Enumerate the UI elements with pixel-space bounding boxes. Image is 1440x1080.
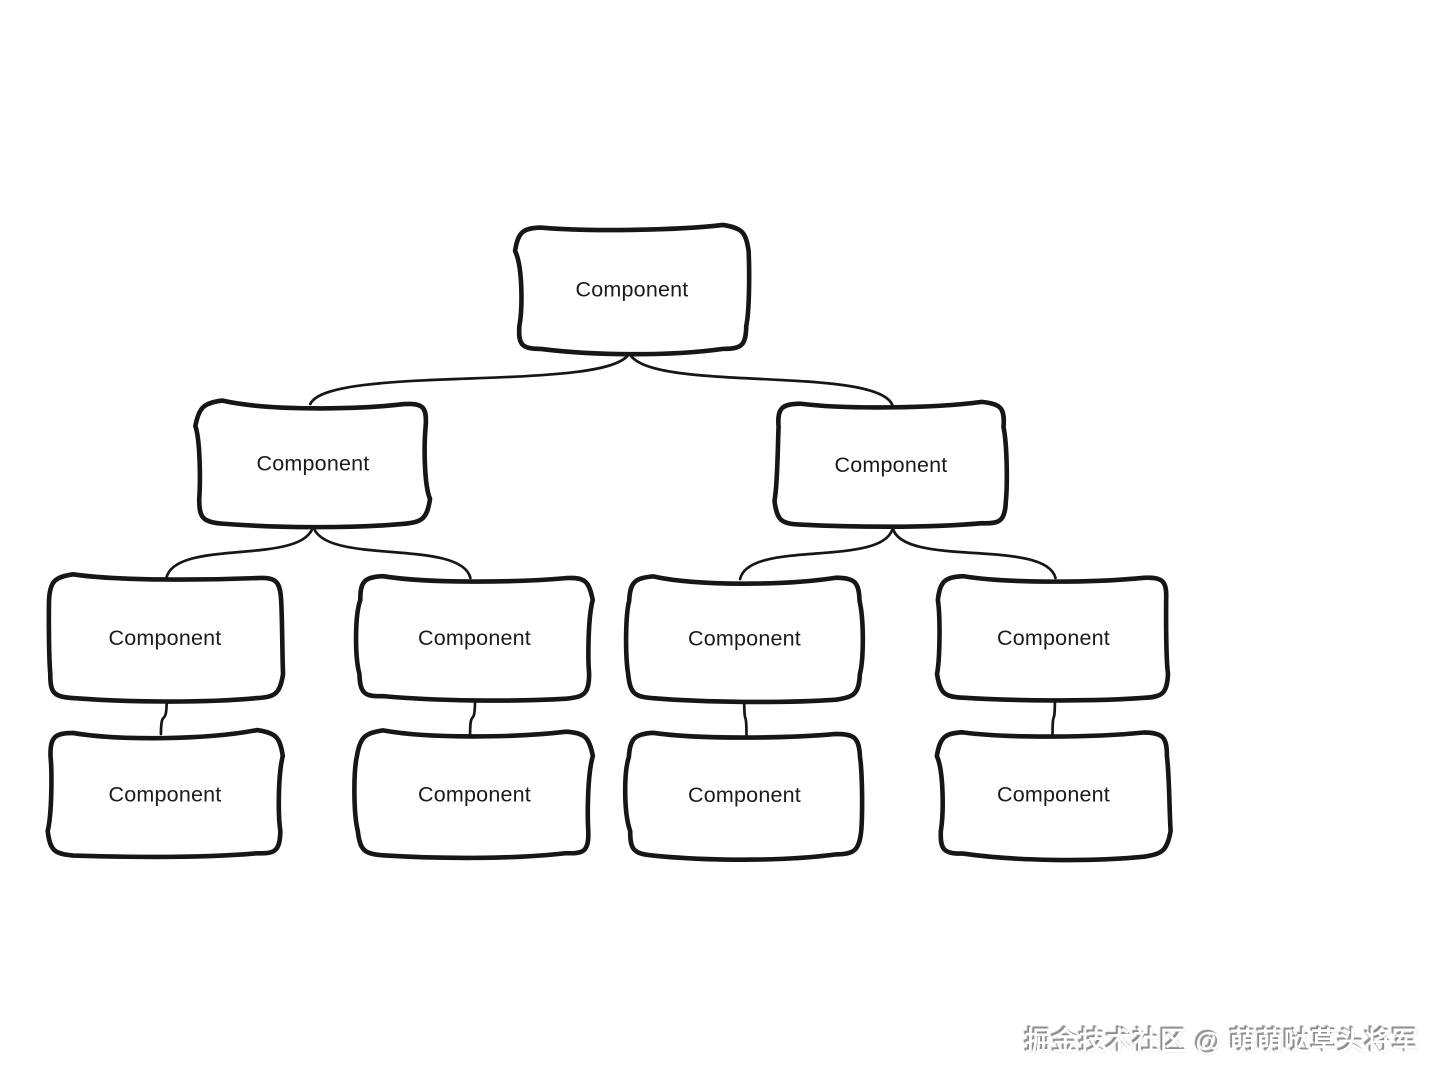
component-node-root: Component (512, 222, 752, 357)
edge-l3b-l4b (468, 699, 477, 736)
node-label: Component (109, 783, 222, 807)
node-label: Component (257, 452, 370, 476)
node-box (622, 730, 865, 862)
node-box (353, 573, 596, 703)
node-label: Component (576, 278, 689, 302)
watermark-text: 掘金技术社区 @ 萌萌哒草头将军 (1025, 1026, 1419, 1056)
node-label: Component (688, 783, 801, 807)
node-box (45, 727, 286, 860)
node-box (772, 399, 1010, 530)
edge-l2a-l3b (311, 524, 472, 580)
component-node-l2a: Component (193, 398, 433, 530)
node-label: Component (109, 626, 222, 650)
edge-l3a-l4a (159, 699, 169, 736)
node-box (46, 571, 286, 704)
node-box (934, 573, 1171, 703)
node-box (934, 730, 1173, 863)
component-node-l4c: Component (622, 730, 865, 862)
component-node-l3d: Component (934, 573, 1171, 703)
node-box (623, 574, 866, 705)
node-box (512, 222, 752, 357)
component-node-l4b: Component (352, 728, 596, 861)
component-node-l3c: Component (623, 574, 866, 705)
edge-l2a-l3a (164, 524, 315, 580)
node-label: Component (997, 783, 1110, 807)
component-node-l4d: Component (934, 730, 1173, 863)
edge-root-l2b (628, 351, 894, 407)
edge-l2b-l3c (738, 526, 895, 581)
node-box (352, 728, 596, 861)
node-label: Component (688, 627, 801, 651)
component-node-l3b: Component (353, 573, 596, 703)
node-label: Component (418, 626, 531, 650)
node-label: Component (997, 626, 1110, 650)
node-label: Component (835, 453, 948, 477)
edge-l3d-l4d (1051, 699, 1057, 736)
edge-l3c-l4c (742, 699, 748, 737)
node-label: Component (418, 783, 531, 807)
component-node-l4a: Component (45, 727, 286, 860)
component-node-l3a: Component (46, 571, 286, 704)
component-node-l2b: Component (772, 399, 1010, 530)
edge-l2b-l3d (891, 526, 1057, 580)
edge-root-l2a (308, 351, 631, 406)
node-box (193, 398, 433, 530)
